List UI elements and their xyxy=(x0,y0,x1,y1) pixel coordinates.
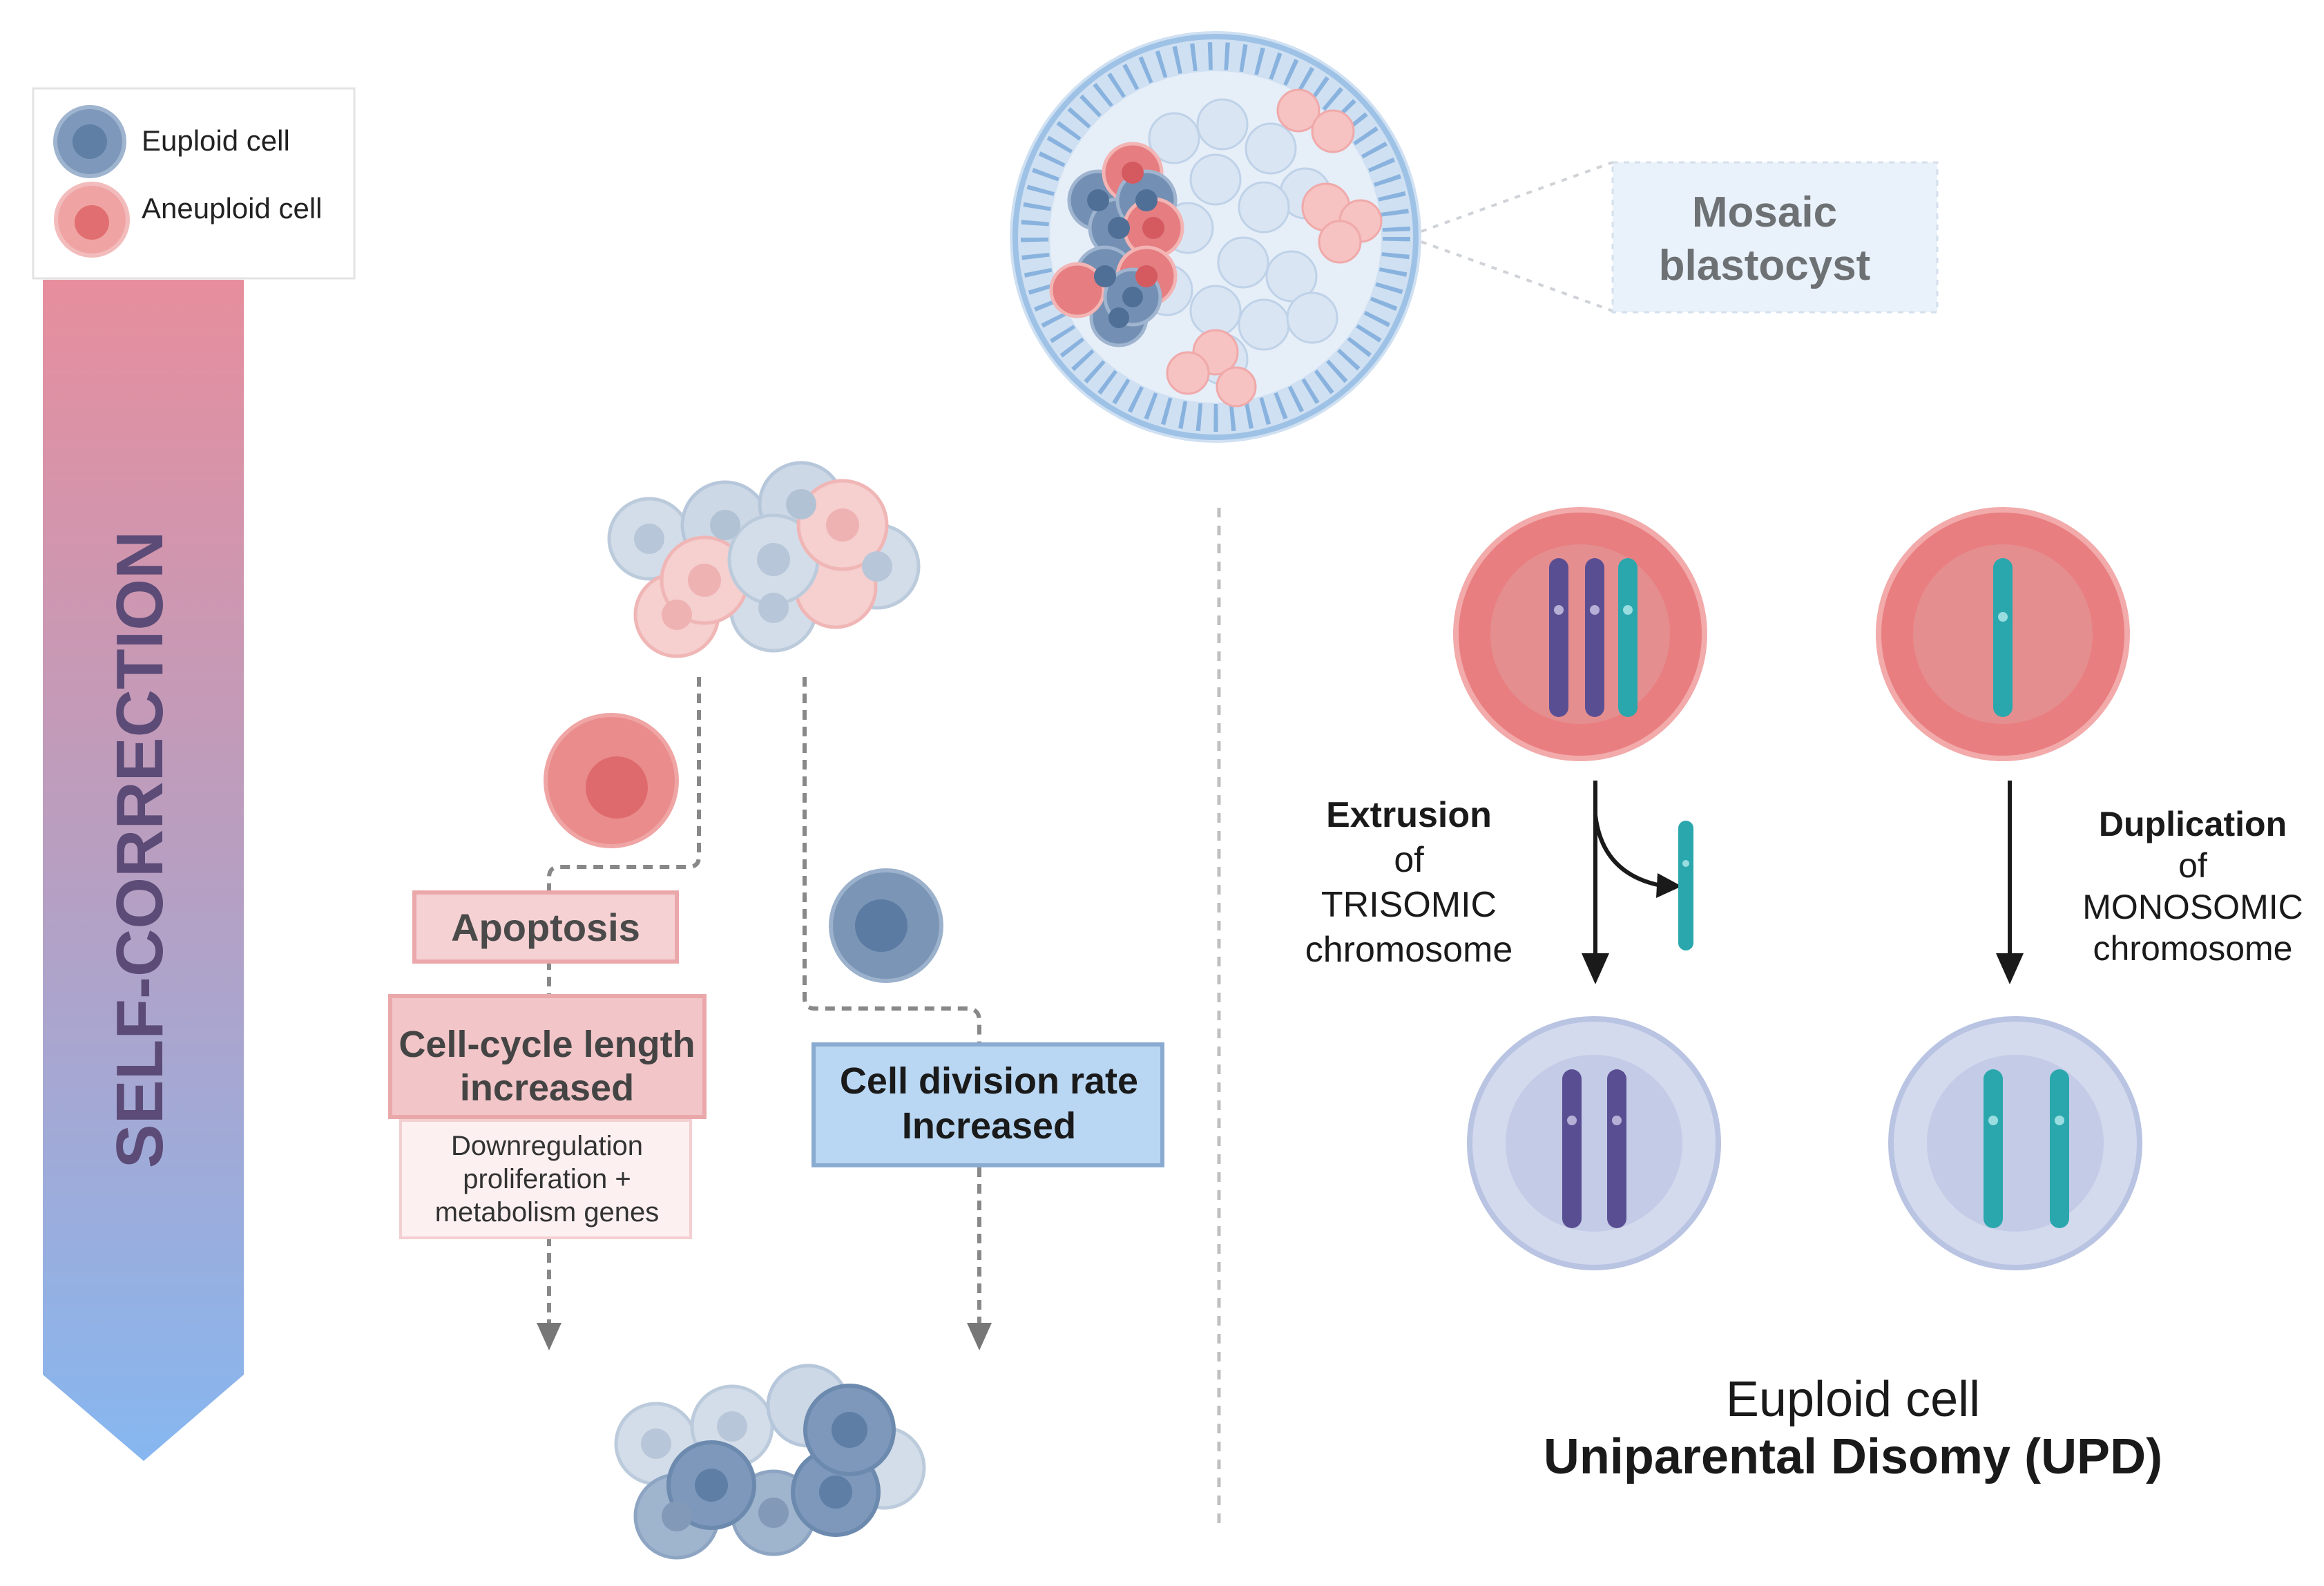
euploid-path-arrowhead xyxy=(967,1323,992,1350)
teal-chromosome xyxy=(2050,1069,2069,1228)
downreg-line2: proliferation + xyxy=(463,1164,631,1194)
duplication-label: Duplication of MONOSOMIC chromosome xyxy=(2082,805,2303,968)
division-line1: Cell division rate xyxy=(840,1060,1138,1102)
apoptosis-box: Apoptosis xyxy=(412,890,679,964)
extrusion-arrow xyxy=(1582,781,1682,984)
self-correction-arrow: SELF-CORRECTION xyxy=(43,280,244,1461)
purple-chromosome xyxy=(1562,1069,1582,1228)
monosomic-cell xyxy=(1876,507,2130,761)
duplication-arrow xyxy=(1996,781,2024,984)
extrusion-line3: TRISOMIC xyxy=(1321,885,1497,925)
mosaic-blastocyst-callout: Mosaic blastocyst xyxy=(1611,161,1939,314)
mosaic-blastocyst xyxy=(1010,31,1421,443)
aneuploid-legend-label: Aneuploid cell xyxy=(142,192,323,224)
euploid-legend-icon xyxy=(53,105,126,178)
cell-cycle-line2: increased xyxy=(460,1067,634,1109)
result-line1: Euploid cell xyxy=(1726,1372,1980,1427)
purple-chromosome xyxy=(1607,1069,1626,1228)
euploid-cell-icon xyxy=(829,868,943,983)
mosaic-label-line1: Mosaic xyxy=(1692,189,1837,236)
aneuploid-path xyxy=(547,677,701,1323)
duplication-line3: MONOSOMIC xyxy=(2082,888,2303,926)
duplication-line4: chromosome xyxy=(2093,929,2293,968)
mosaic-label-line2: blastocyst xyxy=(1659,242,1871,289)
downregulation-box: Downregulation proliferation + metabolis… xyxy=(399,1119,692,1239)
extrusion-line2: of xyxy=(1394,840,1424,880)
downreg-line3: metabolism genes xyxy=(435,1197,660,1227)
aneuploid-legend-icon xyxy=(54,182,130,258)
mixed-cell-cluster xyxy=(607,461,921,658)
division-line2: Increased xyxy=(902,1105,1076,1147)
mosaic-callout-lines xyxy=(1421,161,1613,312)
duplication-line2: of xyxy=(2178,846,2207,885)
extruded-chromosome xyxy=(1678,821,1693,950)
extrusion-label: Extrusion of TRISOMIC chromosome xyxy=(1305,795,1513,970)
downreg-line1: Downregulation xyxy=(451,1131,643,1161)
result-label: Euploid cell Uniparental Disomy (UPD) xyxy=(1544,1372,2162,1484)
aneuploid-cell-icon xyxy=(544,713,679,848)
trisomic-cell xyxy=(1453,507,1707,761)
purple-chromosome xyxy=(1549,558,1568,717)
result-line2: Uniparental Disomy (UPD) xyxy=(1544,1429,2162,1484)
extrusion-line4: chromosome xyxy=(1305,930,1513,970)
cell-cycle-line1: Cell-cycle length xyxy=(398,1024,695,1065)
duplication-line1: Duplication xyxy=(2099,805,2287,843)
disomic-cell-left xyxy=(1467,1016,1721,1270)
disomic-cell-right xyxy=(1888,1016,2142,1270)
teal-chromosome xyxy=(1618,558,1638,717)
teal-chromosome xyxy=(1984,1069,2003,1228)
self-correction-label: SELF-CORRECTION xyxy=(103,531,177,1169)
euploid-cell-cluster xyxy=(614,1364,926,1560)
inner-cell-mass xyxy=(1049,142,1184,347)
cell-division-box: Cell division rate Increased xyxy=(812,1042,1164,1167)
legend: Euploid cell Aneuploid cell xyxy=(32,87,356,280)
teal-chromosome xyxy=(1993,558,2013,717)
extrusion-line1: Extrusion xyxy=(1326,795,1492,835)
cell-cycle-box: Cell-cycle length increased xyxy=(388,994,707,1119)
apoptosis-label: Apoptosis xyxy=(451,906,640,949)
euploid-legend-label: Euploid cell xyxy=(142,124,290,157)
euploid-path xyxy=(803,677,981,1323)
aneuploid-path-arrowhead xyxy=(537,1323,561,1350)
purple-chromosome xyxy=(1585,558,1604,717)
